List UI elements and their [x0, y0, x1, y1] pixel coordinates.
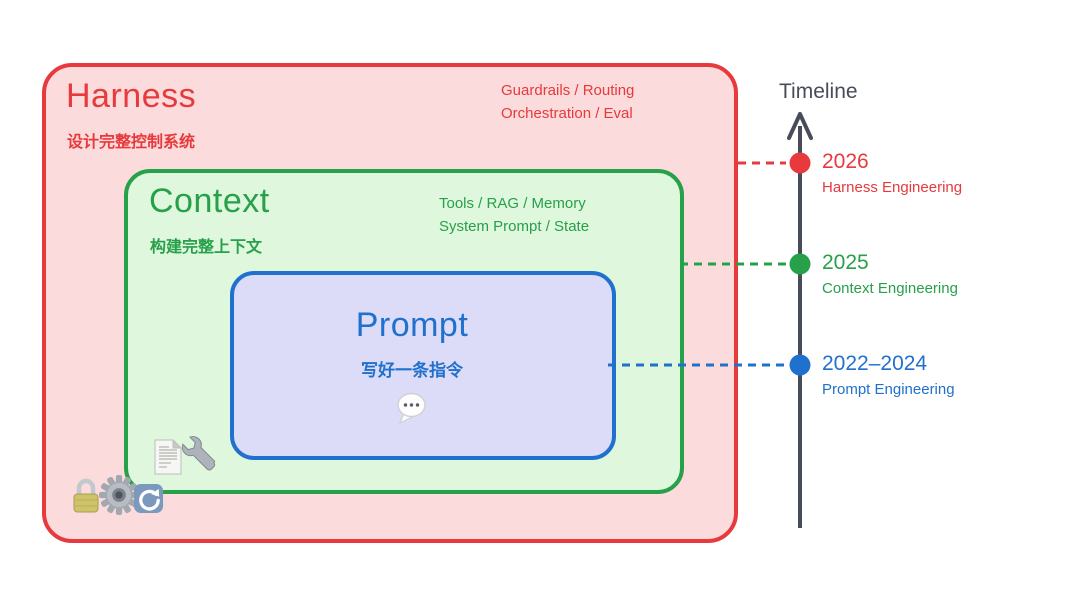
refresh-icon [133, 483, 164, 514]
context-title: Context [149, 182, 270, 220]
context-box: Context 构建完整上下文 Tools / RAG / Memory Sys… [124, 169, 684, 494]
lock-icon [72, 478, 100, 514]
harness-annotation: Guardrails / Routing Orchestration / Eva… [501, 79, 634, 125]
speech-balloon-icon [395, 391, 429, 427]
document-icon [153, 438, 183, 475]
timeline-label-prompt: Prompt Engineering [822, 381, 955, 398]
harness-annotation-line2: Orchestration / Eval [501, 105, 633, 122]
harness-box: Harness 设计完整控制系统 Guardrails / Routing Or… [42, 63, 738, 543]
context-annotation: Tools / RAG / Memory System Prompt / Sta… [439, 192, 589, 238]
prompt-content: Prompt 写好一条指令 [242, 306, 582, 432]
timeline-label-context: Context Engineering [822, 280, 958, 297]
harness-subtitle: 设计完整控制系统 [67, 134, 196, 151]
context-annotation-line2: System Prompt / State [439, 218, 590, 235]
timeline-arrowhead [787, 112, 813, 140]
context-subtitle: 构建完整上下文 [150, 239, 263, 256]
timeline-title: Timeline [779, 80, 858, 103]
timeline-dot-harness [789, 152, 811, 174]
timeline-year-2022-2024: 2022–2024 [822, 352, 928, 375]
harness-annotation-line1: Guardrails / Routing [501, 82, 635, 99]
timeline-dot-prompt [789, 354, 811, 376]
prompt-title: Prompt [355, 306, 469, 344]
timeline-dot-context [789, 253, 811, 275]
context-annotation-line1: Tools / RAG / Memory [439, 195, 586, 212]
timeline-graphic [608, 112, 813, 528]
timeline-year-2025: 2025 [822, 251, 869, 274]
gear-icon [98, 474, 140, 516]
prompt-subtitle: 写好一条指令 [361, 361, 463, 381]
harness-title: Harness [66, 77, 197, 115]
timeline-year-2026: 2026 [822, 150, 869, 173]
prompt-box: Prompt 写好一条指令 [230, 271, 616, 460]
wrench-icon [180, 433, 220, 473]
timeline-label-harness: Harness Engineering [822, 179, 963, 196]
